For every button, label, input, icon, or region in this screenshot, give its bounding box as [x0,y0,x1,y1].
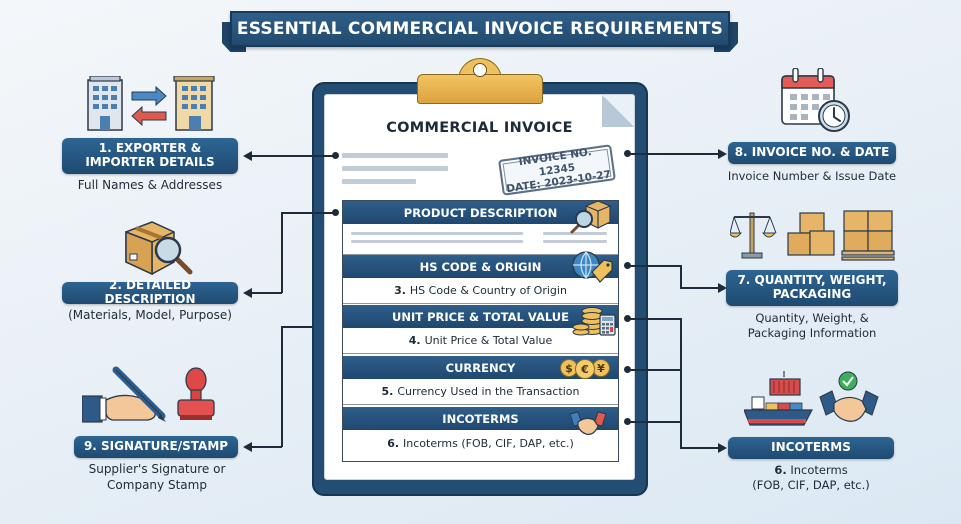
connector-line [627,318,681,320]
invoice-no-date-label: 8. INVOICE NO. & DATE [728,142,896,164]
incoterms-right-label: INCOTERMS [728,437,894,459]
section-body-product-description [343,224,618,255]
section-body-currency: 5.Currency Used in the Transaction [343,379,618,405]
detailed-description-label: 2. DETAILED DESCRIPTION [62,278,238,306]
page-title: ESSENTIAL COMMERCIAL INVOICE REQUIREMENT… [230,11,730,47]
box-magnifier-icon [125,221,193,276]
buildings-exchange-icon [87,76,215,131]
currency-coins-icon: $ € ¥ [560,359,612,381]
calendar-clock-icon [781,68,850,132]
section-header-unit-price: UNIT PRICE & TOTAL VALUE [343,305,618,328]
connector-line [627,265,681,267]
connector-line [680,287,721,289]
connector-line [281,212,283,293]
connector-line [627,153,721,155]
quantity-weight-packaging-caption: Quantity, Weight, & Packaging Informatio… [747,311,877,340]
placeholder-line [351,232,523,235]
globe-tag-icon [572,251,613,283]
connector-arrow [243,442,252,452]
connector-arrow [243,151,252,161]
exporter-importer-caption: Full Names & Addresses [77,178,223,192]
address-line [342,153,448,158]
section-header-product-description: PRODUCT DESCRIPTION [343,201,618,224]
connector-arrow [718,283,727,293]
connector-line [248,292,282,294]
quantity-weight-packaging-label: 7. QUANTITY, WEIGHT, PACKAGING [726,270,898,306]
detailed-description-caption: (Materials, Model, Purpose) [68,308,232,322]
clipboard-clip [417,74,543,104]
placeholder-line [543,240,607,243]
connector-line [281,326,313,328]
section-header-currency: CURRENCY [343,356,618,379]
invoice-no-date-caption: Invoice Number & Issue Date [727,169,897,183]
connector-line [627,369,681,371]
connector-line [248,155,335,157]
connector-line [680,447,721,449]
connector-line [248,446,282,448]
ship-handshake-icon [744,371,879,426]
section-body-incoterms: 6.Incoterms (FOB, CIF, DAP, etc.) [387,436,574,450]
document-title: COMMERCIAL INVOICE [386,120,573,136]
connector-arrow [243,288,252,298]
signature-stamp-label: 9. SIGNATURE/STAMP [74,436,238,458]
handshake-icon [569,411,607,435]
page-fold [602,95,634,127]
section-header-hs-code: HS CODE & ORIGIN [343,255,618,278]
section-body-hs-code: 3.HS Code & Country of Origin [343,278,618,304]
address-line [342,179,416,184]
clip-hole [473,63,487,77]
placeholder-line [543,232,607,235]
connector-line [627,421,681,423]
connector-line [281,212,335,214]
connector-dot [332,209,339,216]
connector-dot [332,152,339,159]
placeholder-line [351,240,523,243]
connector-line [281,326,283,447]
address-line [342,166,448,171]
section-header-incoterms: INCOTERMS [343,407,618,430]
invoice-table: PRODUCT DESCRIPTION HS CODE & ORIGIN 3.H… [342,200,619,462]
connector-line [680,265,682,288]
scale-boxes-pallet-icon [730,210,895,261]
signature-stamp-caption: Supplier's Signature or Company Stamp [88,462,226,492]
incoterms-right-caption: 6. Incoterms (FOB, CIF, DAP, etc.) [752,463,870,492]
connector-line [680,318,682,448]
box-magnifier-icon [570,200,611,234]
section-body-unit-price: 4.Unit Price & Total Value [343,328,618,354]
connector-arrow [718,149,727,159]
exporter-importer-label: 1. EXPORTER & IMPORTER DETAILS [62,138,238,174]
connector-arrow [718,443,727,453]
coins-calculator-icon [572,307,616,336]
pen-stamp-icon [82,366,215,423]
